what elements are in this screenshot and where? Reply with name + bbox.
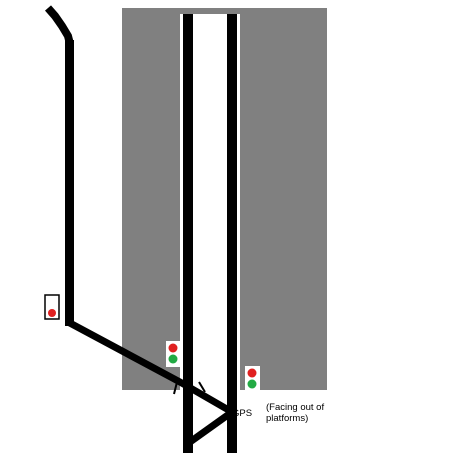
signal-mid [166,341,180,367]
platform-edge-left [180,14,183,390]
platform-edge-right [237,14,240,390]
crossover-tick [198,381,206,393]
approach-track-diagonal [66,318,234,416]
signal-red-light [168,343,178,353]
track-left-rail [183,14,193,453]
facing-note-label: (Facing out of platforms) [266,402,325,424]
approach-track-vertical [65,40,74,326]
signal-red-light [247,368,257,378]
signal-left [44,294,60,320]
crossover-tick [173,377,179,395]
track-right-rail [227,14,237,453]
signal-green-light [247,379,257,389]
signal-right [245,366,260,392]
signal-red-light [48,309,56,317]
gps-label: GPS [232,408,253,419]
approach-track-top-curve [44,5,74,45]
crossover-track [187,409,235,445]
signal-green-light [168,354,178,364]
